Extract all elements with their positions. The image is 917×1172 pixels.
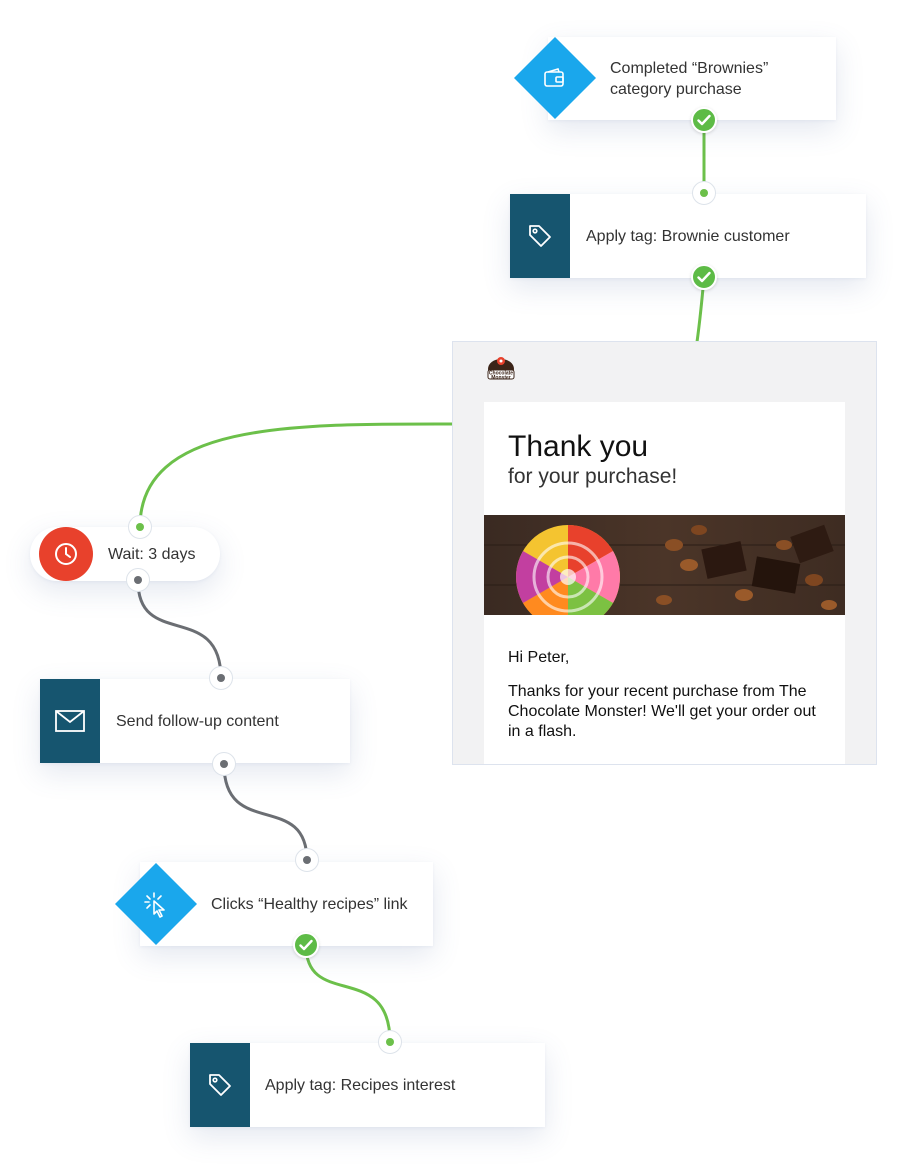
wait-label: Wait: 3 days [108, 545, 196, 563]
wait-input-port[interactable] [128, 515, 152, 539]
email-banner-image [484, 515, 845, 615]
send-content-input-port[interactable] [209, 666, 233, 690]
apply-tag-brownie-label: Apply tag: Brownie customer [586, 227, 790, 245]
connector-send-to-click [222, 763, 309, 862]
chocolate-monster-logo: Chocolate Monster [483, 355, 519, 385]
apply-tag-brownie-input-port[interactable] [692, 181, 716, 205]
purchase-trigger-label-line2: category purchase [610, 80, 742, 98]
send-content-label: Send follow-up content [116, 712, 279, 730]
click-trigger-label: Clicks “Healthy recipes” link [211, 895, 408, 913]
purchase-trigger-label: Completed “Brownies” category purchase [610, 58, 768, 100]
email-greeting: Hi Peter, [508, 649, 570, 666]
send-content-node[interactable]: Send follow-up content [40, 679, 350, 763]
purchase-trigger-label-line1: Completed “Brownies” [610, 59, 769, 77]
email-body-text: Thanks for your recent purchase from The… [508, 683, 816, 740]
click-trigger-check-icon [293, 932, 319, 958]
svg-text:Monster: Monster [491, 375, 511, 381]
apply-tag-recipes-input-port[interactable] [378, 1030, 402, 1054]
apply-tag-brownie-node[interactable]: Apply tag: Brownie customer [510, 194, 866, 278]
apply-tag-recipes-node[interactable]: Apply tag: Recipes interest [190, 1043, 545, 1127]
email-card: Thank you for your purchase! [484, 402, 845, 764]
svg-text:Chocolate: Chocolate [489, 371, 513, 377]
wait-node[interactable]: Wait: 3 days [30, 527, 220, 581]
click-trigger-input-port[interactable] [295, 848, 319, 872]
apply-tag-brownie-check-icon [691, 264, 717, 290]
tag-icon [190, 1043, 250, 1127]
wait-output-port[interactable] [126, 568, 150, 592]
send-content-output-port[interactable] [212, 752, 236, 776]
connector-email-to-wait [138, 422, 461, 528]
tag-icon [510, 194, 570, 278]
purchase-trigger-node[interactable]: Completed “Brownies” category purchase [548, 37, 836, 120]
email-title: Thank you [508, 430, 649, 463]
envelope-icon [40, 679, 100, 763]
cursor-click-icon [141, 889, 171, 919]
apply-tag-recipes-label: Apply tag: Recipes interest [265, 1076, 456, 1094]
connector-click-to-tag [304, 944, 392, 1043]
email-preview[interactable]: Chocolate Monster Thank you for your pur… [452, 341, 877, 765]
email-subtitle: for your purchase! [508, 465, 678, 488]
connector-wait-to-send [136, 580, 223, 680]
purchase-trigger-check-icon [691, 107, 717, 133]
wallet-icon [540, 63, 570, 93]
clock-icon [39, 527, 93, 581]
